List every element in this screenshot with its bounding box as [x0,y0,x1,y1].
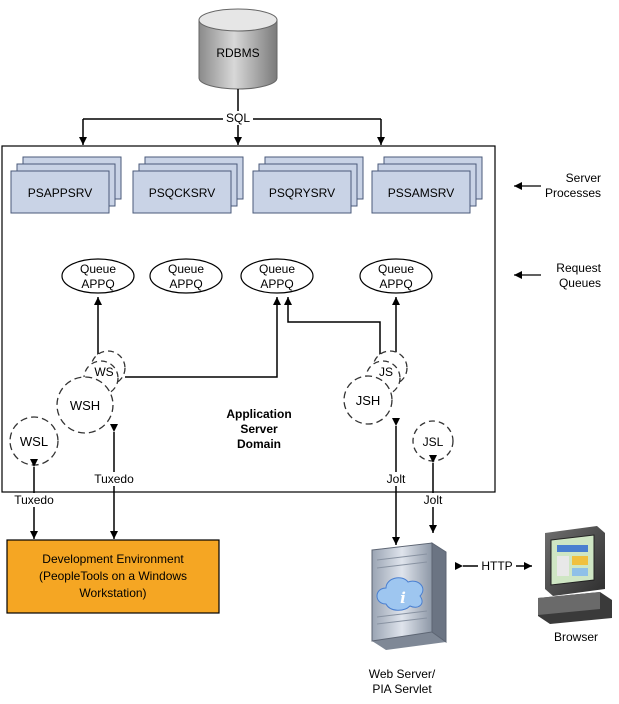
server-process-label: PSAPPSRV [28,186,92,200]
svg-text:(PeopleTools on a Windows: (PeopleTools on a Windows [39,569,187,583]
jsh-stack-label: JS [379,365,393,379]
queue-appq-3: Queue APPQ [240,258,314,294]
web-server-label: Web Server/ PIA Servlet [369,667,436,696]
svg-text:APPQ: APPQ [260,277,293,291]
svg-text:Domain: Domain [237,437,281,451]
queue-appq-2: Queue APPQ [149,258,223,294]
handler-queue-connectors [94,297,400,378]
svg-text:Server: Server [566,171,601,185]
svg-text:PIA Servlet: PIA Servlet [372,682,432,696]
jsl-label: JSL [423,435,444,449]
wsh-handler: WS WSH [56,350,126,434]
queue-appq-4: Queue APPQ [359,258,433,294]
svg-text:APPQ: APPQ [169,277,202,291]
development-environment-box: Development Environment (PeopleTools on … [6,539,220,614]
svg-text:Application: Application [226,407,291,421]
svg-text:Workstation): Workstation) [79,586,146,600]
jolt-jsl-connector: Jolt [418,455,448,533]
server-process-label: PSSAMSRV [388,186,454,200]
jolt-outer-label: Jolt [424,493,443,507]
jsl-listener: JSL [412,420,454,462]
svg-text:Queue: Queue [259,262,295,276]
application-server-domain-label: Application Server Domain [226,407,291,451]
wsh-stack-label: WS [94,365,113,379]
svg-text:Request: Request [556,261,601,275]
svg-text:Queues: Queues [559,276,601,290]
http-connector: HTTP [455,558,532,573]
jsh-handler: JS JSH [343,350,408,425]
server-process-pssamsrv: PSSAMSRV [371,156,483,214]
jolt-inner-label: Jolt [387,472,406,486]
info-glyph-icon: i [400,589,406,607]
jsh-label: JSH [356,393,381,408]
server-processes-side-label: Server Processes [514,171,601,200]
jolt-jsh-connector: Jolt [381,418,411,545]
svg-text:Queue: Queue [168,262,204,276]
svg-text:Development Environment: Development Environment [42,552,184,566]
svg-text:Queue: Queue [378,262,414,276]
request-queues-side-label: Request Queues [514,261,602,290]
rdbms-label: RDBMS [216,46,259,60]
svg-text:Server: Server [240,422,278,436]
tuxedo-wsl-connector: Tuxedo [10,459,58,539]
server-process-label: PSQRYSRV [269,186,335,200]
browser-label: Browser [554,630,598,644]
svg-text:Processes: Processes [545,186,601,200]
server-process-psqcksrv: PSQCKSRV [132,156,244,214]
server-process-label: PSQCKSRV [149,186,215,200]
svg-text:APPQ: APPQ [379,277,412,291]
tuxedo-outer-label: Tuxedo [14,493,54,507]
tuxedo-inner-label: Tuxedo [94,472,134,486]
http-label: HTTP [481,559,512,573]
sql-connector: SQL [79,89,385,145]
svg-text:APPQ: APPQ [81,277,114,291]
rdbms-database-icon: RDBMS [198,8,278,90]
wsl-listener: WSL [9,416,59,466]
browser-workstation-icon [538,526,612,624]
server-process-psqrysrv: PSQRYSRV [252,156,364,214]
wsh-label: WSH [70,398,100,413]
svg-text:Queue: Queue [80,262,116,276]
sql-label: SQL [226,111,250,125]
tuxedo-wsh-connector: Tuxedo [90,424,138,539]
wsl-label: WSL [20,434,48,449]
server-process-psappsrv: PSAPPSRV [10,156,122,214]
queue-appq-1: Queue APPQ [61,258,135,294]
web-server-icon: i [371,542,447,650]
svg-text:Web Server/: Web Server/ [369,667,436,681]
